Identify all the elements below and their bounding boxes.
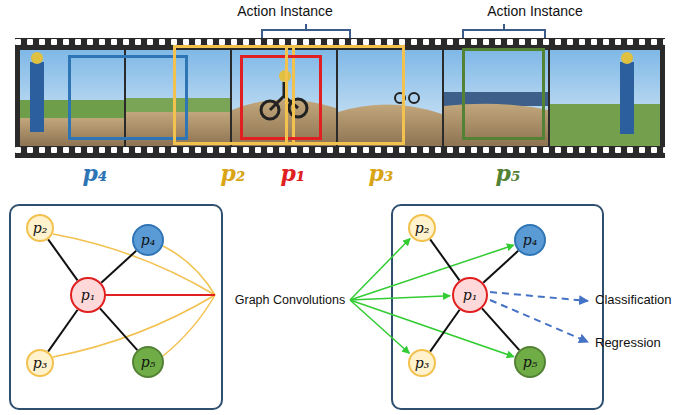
graph-node: p₃ [408,349,436,377]
graph-node: p₃ [26,349,54,377]
aggregation-lines [53,234,215,357]
node-label: p₁ [81,287,96,303]
graph-panel [10,205,222,409]
film-strip [15,38,665,158]
graph-panel [392,205,603,409]
proposal-label: p₃ [368,160,393,186]
node-label: p₂ [415,220,430,236]
proposal-box: p₅ [462,48,545,140]
graph-node: p₂ [408,214,436,242]
proposal-box: p₂ [173,45,295,145]
graph-node: p₄ [132,224,164,256]
proposal-box: p₄ [68,55,188,140]
bracket [463,24,545,38]
graph-edge [101,251,136,283]
graph-edge [430,310,460,352]
text-label: Graph Convolutions [235,291,345,309]
node-label: p₄ [141,232,156,248]
graph-node: p₅ [132,346,164,378]
graph-edge [482,308,519,350]
node-label: p₁ [463,287,478,303]
graph-edge [483,251,518,283]
graph-node: p₅ [514,346,546,378]
graph-edge [48,239,77,280]
node-label: p₂ [33,220,48,236]
proposal-label: p₁ [280,160,305,186]
text-label: Action Instance [487,2,583,20]
node-label: p₅ [141,354,156,370]
graph-edge [100,308,137,350]
proposal-label: p₄ [82,160,107,186]
graph-node: p₁ [70,277,106,313]
node-label: p₃ [415,355,430,371]
proposal-label: p₂ [220,160,245,186]
node-label: p₃ [33,355,48,371]
graph-edge [430,239,459,280]
bracket [262,24,350,38]
text-label: Regression [595,334,661,352]
graph-node: p₂ [26,214,54,242]
graph-node: p₄ [514,224,546,256]
text-label: Action Instance [237,2,333,20]
text-label: Classification [595,291,672,309]
proposal-box: p₃ [285,45,405,145]
node-label: p₅ [523,354,538,370]
update-arrows [350,239,514,357]
node-label: p₄ [523,232,538,248]
proposal-label: p₅ [495,160,520,186]
graph-node: p₁ [452,277,488,313]
proposal-box: p₁ [240,55,322,140]
graph-edge [48,310,78,352]
